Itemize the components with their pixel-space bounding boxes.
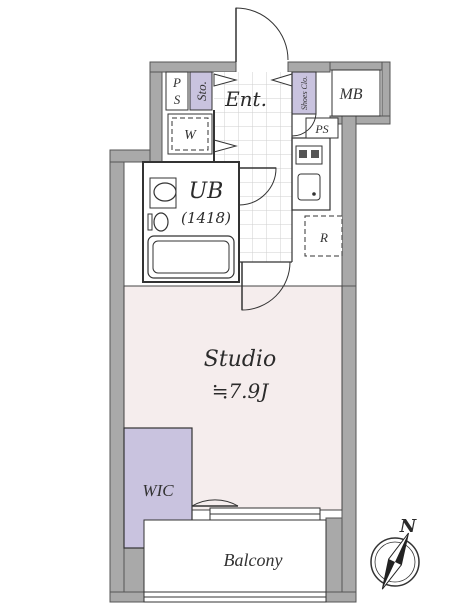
balcony-label: Balcony xyxy=(224,550,283,570)
meter-box xyxy=(331,69,381,117)
compass-north-label: N xyxy=(399,516,418,537)
entrance-label: Ent. xyxy=(224,87,267,111)
ps-closet xyxy=(165,71,189,111)
ps-label-lower: S xyxy=(174,92,181,107)
washer-label: W xyxy=(184,128,197,143)
kitchen-ps-label: PS xyxy=(314,122,328,136)
studio-label: Studio xyxy=(204,347,276,372)
sink-icon xyxy=(153,182,177,202)
bathtub xyxy=(147,235,235,279)
refrigerator-label: R xyxy=(319,230,328,245)
ub-size-label: (1418) xyxy=(181,209,231,227)
washer-area xyxy=(167,113,213,155)
shoes-label: Shoes Clo. xyxy=(300,76,309,110)
refrigerator-area xyxy=(304,215,343,257)
shoes-closet xyxy=(291,71,317,115)
ub-label: UB xyxy=(189,179,224,204)
compass xyxy=(370,532,420,590)
wic-label: WIC xyxy=(142,481,174,500)
balcony-floor xyxy=(143,519,327,593)
compass-needle-icon xyxy=(381,532,410,590)
ps-label-upper: P xyxy=(172,75,181,90)
toilet-icon xyxy=(153,212,169,232)
door-swings xyxy=(191,7,317,507)
storage-closet xyxy=(189,71,213,111)
studio-area-label: ≒7.9J xyxy=(212,379,270,403)
kitchen-sink-icon xyxy=(297,173,321,201)
mb-label: MB xyxy=(338,86,362,103)
storage-label: Sto. xyxy=(194,81,209,101)
